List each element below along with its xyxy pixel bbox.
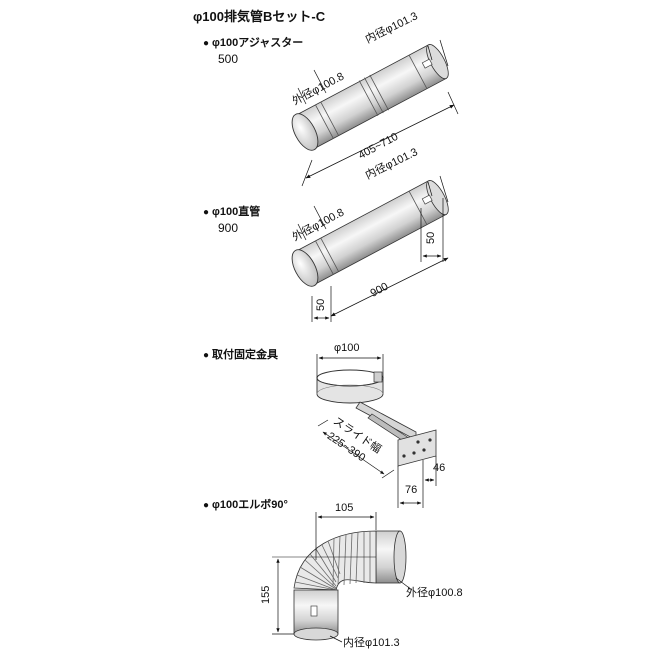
elbow-90 bbox=[272, 512, 413, 643]
item-adjuster-label: φ100アジャスター bbox=[212, 37, 304, 49]
item-adjuster-code: 500 bbox=[218, 52, 239, 66]
item-elbow-name: ●φ100エルボ90° bbox=[203, 500, 288, 511]
elbow-dim-width: 105 bbox=[335, 502, 354, 514]
mounting-bracket bbox=[316, 354, 437, 508]
item-bracket-name: ●取付固定金具 bbox=[203, 350, 278, 361]
page-title: φ100排気管Bセット-C bbox=[193, 9, 326, 24]
item-straight-label: φ100直管 bbox=[212, 206, 261, 218]
straight-pipe bbox=[291, 175, 449, 322]
bullet: ● bbox=[203, 207, 210, 218]
item-elbow-label: φ100エルボ90° bbox=[212, 499, 288, 511]
straight-dim-right: 50 bbox=[425, 231, 437, 244]
elbow-dim-height: 155 bbox=[260, 585, 272, 604]
item-straight-name: ●φ100直管 bbox=[203, 207, 260, 218]
straight-dim-left: 50 bbox=[315, 298, 327, 311]
bracket-diameter: φ100 bbox=[334, 342, 360, 354]
item-bracket-label: 取付固定金具 bbox=[212, 349, 279, 361]
elbow-outer-diameter: 外径φ100.8 bbox=[406, 587, 463, 599]
bullet: ● bbox=[203, 350, 210, 361]
bullet: ● bbox=[203, 38, 210, 49]
item-adjuster-name: ●φ100アジャスター bbox=[203, 38, 303, 49]
adjuster-pipe bbox=[291, 39, 459, 187]
bullet: ● bbox=[203, 500, 210, 511]
bracket-dim-46: 46 bbox=[433, 462, 446, 474]
item-straight-code: 900 bbox=[218, 221, 239, 235]
elbow-inner-diameter: 内径φ101.3 bbox=[343, 637, 400, 649]
bracket-dim-76: 76 bbox=[405, 484, 418, 496]
